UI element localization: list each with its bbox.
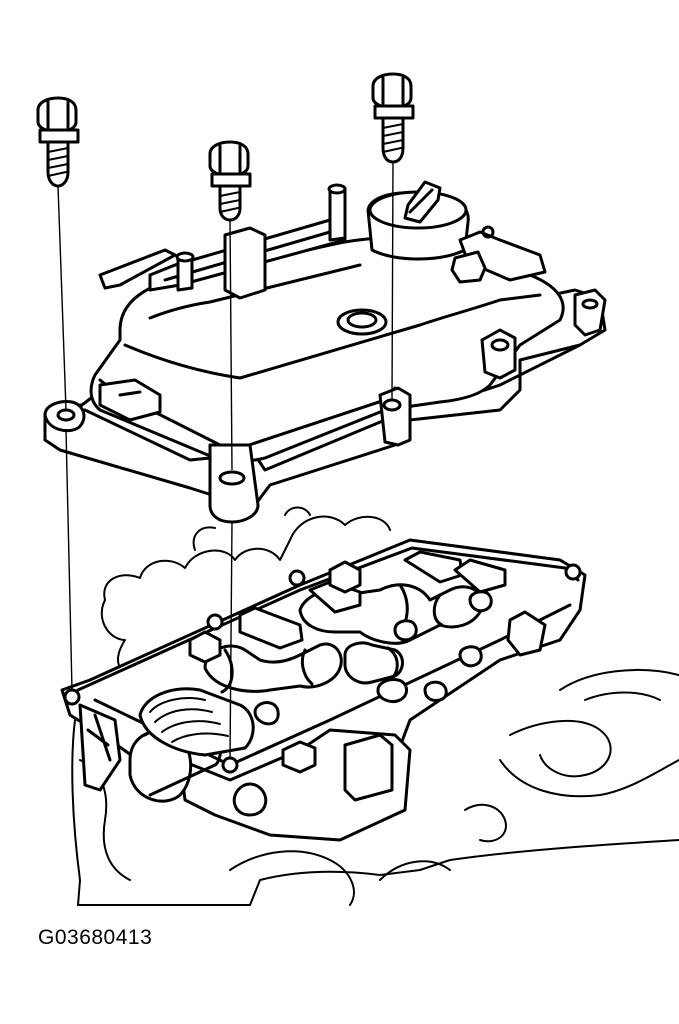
bolt-alignment-lines	[57, 161, 394, 759]
valve-cover	[43, 180, 607, 524]
bolt-right	[371, 72, 415, 164]
bolt-left	[36, 96, 80, 188]
cylinder-head	[60, 506, 679, 906]
figure-code: G03680413	[38, 926, 153, 949]
bolt-middle	[208, 140, 252, 222]
